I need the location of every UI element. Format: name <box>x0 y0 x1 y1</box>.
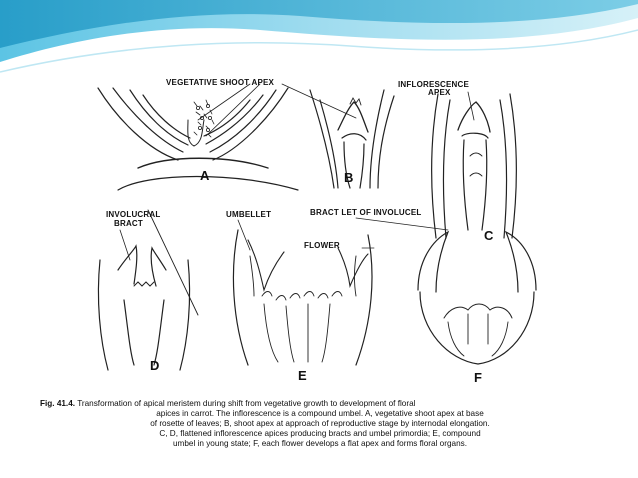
caption-fig-number: Fig. 41.4. <box>40 399 76 408</box>
banner-wave-front <box>0 0 638 48</box>
figure-drawing <box>97 83 537 371</box>
figure-caption: Fig. 41.4. Transformation of apical meri… <box>40 399 600 449</box>
panel-c-drawing <box>431 93 517 239</box>
panel-label-a: A <box>200 168 210 183</box>
label-vegetative-shoot-apex: VEGETATIVE SHOOT APEX <box>166 78 275 87</box>
label-bractlet-of-involucel: BRACT LET OF INVOLUCEL <box>310 208 422 217</box>
panel-label-b: B <box>344 170 354 185</box>
label-involucral: INVOLUCRAL <box>106 210 161 219</box>
caption-line-2: apices in carrot. The inflorescence is a… <box>156 409 484 418</box>
caption-line-3: of rosette of leaves; B, shoot apex at a… <box>150 419 490 428</box>
panel-d-drawing <box>97 209 199 371</box>
panel-f-drawing <box>417 230 537 365</box>
panel-label-d: D <box>150 358 160 373</box>
panel-label-f: F <box>474 370 482 385</box>
banner-wave-highlight <box>0 20 638 68</box>
panel-a-drawing <box>97 87 299 191</box>
panel-label-c: C <box>484 228 494 243</box>
label-apex: APEX <box>428 88 451 97</box>
label-leader-lines <box>119 83 475 261</box>
panel-e-drawing <box>232 229 373 366</box>
label-inflorescence: INFLORESCENCE <box>398 80 470 89</box>
label-umbellet: UMBELLET <box>226 210 272 219</box>
panel-label-e: E <box>298 368 307 383</box>
panel-b-drawing <box>309 89 395 189</box>
caption-line-5: umbel in young state; F, each flower dev… <box>172 439 467 448</box>
slide-banner <box>0 0 638 73</box>
caption-line-1: Fig. 41.4. Transformation of apical meri… <box>40 399 600 409</box>
caption-line-1-text: Transformation of apical meristem during… <box>77 399 416 408</box>
botanical-figure: VEGETATIVE SHOOT APEX INFLORESCENCE APEX… <box>38 60 598 395</box>
caption-line-4: C, D, flattened inflorescence apices pro… <box>159 429 481 438</box>
label-bract: BRACT <box>114 219 143 228</box>
label-flower: FLOWER <box>304 241 340 250</box>
banner-wave-line <box>0 29 638 73</box>
